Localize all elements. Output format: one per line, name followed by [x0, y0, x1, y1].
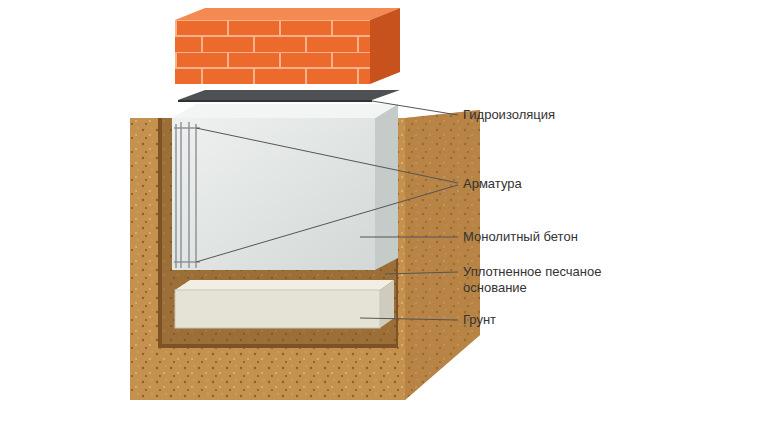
callout-label: Грунт	[463, 312, 663, 328]
sand-top	[175, 280, 394, 290]
brick-wall	[175, 20, 370, 84]
waterproofing-sheet	[178, 90, 400, 100]
sand-side	[380, 280, 394, 328]
brick-top	[175, 8, 400, 20]
callout-label: Уплотненное песчаное основание	[463, 264, 633, 296]
sand-base	[175, 290, 380, 328]
soil-side-texture	[405, 110, 480, 400]
concrete-edge	[172, 262, 388, 270]
callout-label: Арматура	[463, 176, 663, 192]
leader-lines	[196, 101, 458, 320]
soil-front	[130, 118, 405, 400]
waterproofing-edge	[178, 100, 372, 102]
concrete-front	[172, 118, 375, 270]
soil-side	[405, 110, 480, 400]
rebar	[174, 122, 200, 268]
trench	[158, 118, 398, 348]
trench-texture	[162, 118, 396, 344]
concrete-side	[375, 104, 398, 270]
brick-side	[370, 8, 400, 84]
callout-label: Гидроизоляция	[463, 107, 663, 123]
callout-label: Монолитный бетон	[463, 229, 663, 245]
concrete-top	[172, 104, 398, 118]
